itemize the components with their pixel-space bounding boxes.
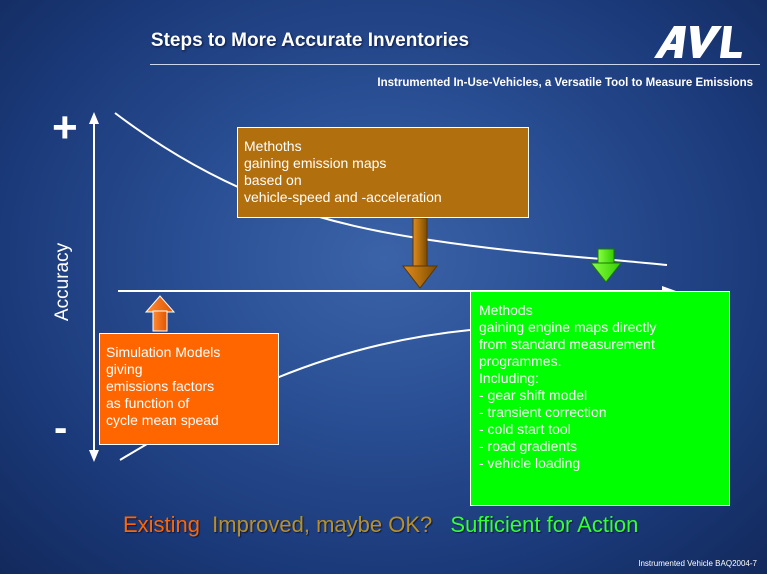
simulation-models-box: Simulation Models giving emissions facto… [99, 333, 279, 445]
avl-logo [654, 26, 742, 58]
axis-arrow-up-icon [89, 112, 99, 124]
box-line: - transient correction [479, 404, 607, 420]
box-line: giving [106, 361, 143, 377]
green-down-arrow-icon [589, 248, 623, 283]
emission-maps-methods-box: Methoths gaining emission maps based on … [237, 127, 529, 218]
plus-sign: + [52, 103, 78, 152]
box-line: - vehicle loading [479, 455, 581, 471]
box-line: - gear shift model [479, 387, 588, 403]
accuracy-levels-row: Existing Improved, maybe OK? Sufficient … [123, 512, 638, 538]
box-line: from standard measurement [479, 336, 655, 352]
slide-subtitle: Instrumented In-Use-Vehicles, a Versatil… [377, 77, 753, 89]
orange-up-arrow-icon [144, 295, 176, 332]
improved-label: Improved, maybe OK? [212, 512, 433, 537]
box-line: Including: [479, 370, 539, 386]
box-line: Simulation Models [106, 344, 221, 360]
box-line: programmes. [479, 353, 562, 369]
slide-title: Steps to More Accurate Inventories [150, 30, 470, 51]
box-line: based on [244, 172, 302, 188]
box-line: - cold start tool [479, 421, 571, 437]
box-line: vehicle-speed and -acceleration [244, 189, 442, 205]
engine-maps-methods-box: Methods gaining engine maps directly fro… [470, 291, 730, 506]
box-line: Methods [479, 302, 533, 318]
existing-label: Existing [123, 512, 201, 537]
box-line: as function of [106, 395, 190, 411]
minus-sign: - [54, 406, 68, 450]
brown-down-arrow-icon [401, 217, 439, 289]
box-line: Methoths [244, 138, 302, 154]
box-line: - road gradients [479, 438, 578, 454]
sufficient-label: Sufficient for Action [450, 512, 639, 537]
box-line: cycle mean spead [106, 412, 219, 428]
axis-arrow-down-icon [89, 450, 99, 462]
box-line: gaining emission maps [244, 155, 387, 171]
box-line: gaining engine maps directly [479, 319, 657, 335]
box-line: emissions factors [106, 378, 215, 394]
slide-footer: Instrumented Vehicle BAQ2004-7 [638, 559, 757, 568]
title-divider [150, 64, 760, 65]
